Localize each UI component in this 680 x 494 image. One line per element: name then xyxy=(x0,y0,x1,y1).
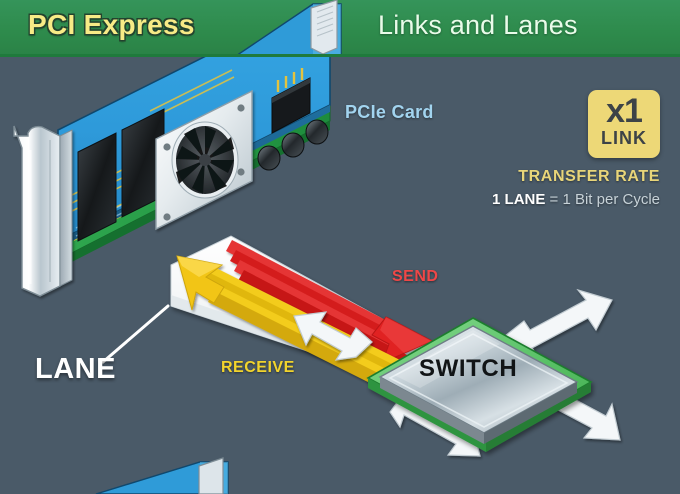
send-label: SEND xyxy=(392,268,439,285)
link-width-badge: x1 LINK xyxy=(588,90,660,158)
pcie-card-label: PCIe Card xyxy=(345,102,434,122)
receive-label: RECEIVE xyxy=(221,359,295,376)
header-divider xyxy=(0,54,680,57)
switch-label: SWITCH xyxy=(419,355,518,382)
switch-chip xyxy=(366,317,593,452)
header-banner: PCI Express Links and Lanes xyxy=(0,0,680,57)
pcie-card xyxy=(13,0,331,297)
fan-screws xyxy=(163,104,245,221)
transfer-rate-equation: = 1 Bit per Cycle xyxy=(545,191,660,208)
card-capacitors xyxy=(257,119,329,171)
header-card-icon xyxy=(233,0,342,57)
transfer-rate-title: TRANSFER RATE xyxy=(518,168,660,185)
chip-pins xyxy=(276,68,304,92)
fanout-arrow-upper-left xyxy=(293,311,373,361)
card-heatsink xyxy=(77,108,165,242)
transfer-rate-detail: 1 LANE = 1 Bit per Cycle xyxy=(398,191,660,208)
header-title-left: PCI Express xyxy=(28,9,195,40)
link-width-caption: LINK xyxy=(601,128,647,148)
transfer-rate-lane-count: 1 LANE xyxy=(492,191,546,208)
lane-label: LANE xyxy=(35,353,116,385)
link-width-value: x1 xyxy=(606,92,643,130)
card-bracket xyxy=(13,125,73,297)
card-fan xyxy=(155,89,253,231)
card-chip xyxy=(271,68,311,134)
lane-leader-line xyxy=(101,304,170,364)
header-title-right: Links and Lanes xyxy=(378,10,578,40)
